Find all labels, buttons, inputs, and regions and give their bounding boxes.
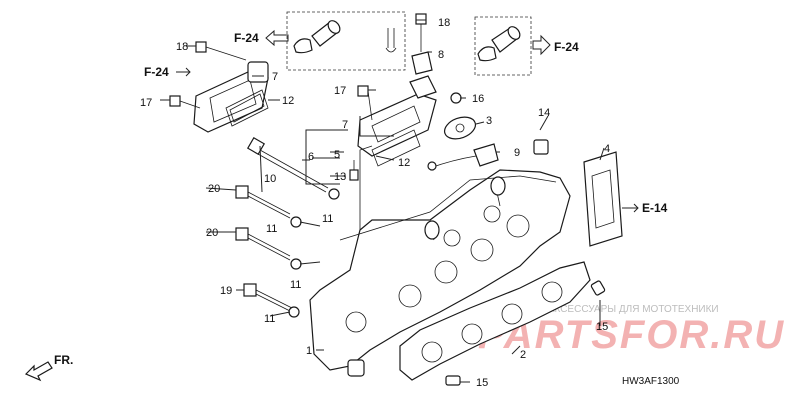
label-part-17-left: 17 xyxy=(140,97,152,109)
bolt-17-center xyxy=(357,85,373,121)
label-part-19: 19 xyxy=(220,285,232,297)
front-direction-label: FR. xyxy=(54,353,73,367)
ref-f24-top-left: F-24 xyxy=(234,29,289,47)
bolt-16 xyxy=(450,92,462,104)
cover-plate-left xyxy=(193,61,269,133)
label-part-7-left: 7 xyxy=(272,71,278,83)
hose-left xyxy=(293,20,341,54)
label-part-5: 5 xyxy=(334,149,340,161)
label-part-16: 16 xyxy=(472,93,484,105)
svg-text:F-24: F-24 xyxy=(554,40,579,54)
bolt-20-lower xyxy=(235,227,291,261)
bolt-19 xyxy=(243,283,297,315)
washer-11-d xyxy=(288,306,300,318)
dowel-pin-15-lower xyxy=(445,375,461,386)
label-part-10: 10 xyxy=(264,173,276,185)
sensor-9 xyxy=(427,143,499,171)
label-part-11-b: 11 xyxy=(266,223,277,235)
front-direction-indicator: FR. xyxy=(24,353,73,382)
gasket-4 xyxy=(583,151,623,247)
label-part-18-left: 18 xyxy=(176,41,188,53)
bolt-20-upper xyxy=(235,185,291,219)
label-part-3: 3 xyxy=(486,115,492,127)
nut-14 xyxy=(533,139,549,155)
ref-e14: E-14 xyxy=(622,201,668,215)
leader-lines xyxy=(160,19,605,383)
ref-f24-left: F-24 xyxy=(144,65,191,79)
label-part-13: 13 xyxy=(334,171,346,183)
label-part-2: 2 xyxy=(520,349,526,361)
label-part-11-d: 11 xyxy=(264,313,275,325)
label-part-12-left: 12 xyxy=(282,95,294,107)
bracket-8 xyxy=(411,13,433,75)
ref-f24-right: F-24 xyxy=(532,34,579,56)
washer-11-a xyxy=(328,188,340,200)
gasket-3 xyxy=(443,116,477,140)
washer-11-c xyxy=(290,258,302,270)
svg-text:F-24: F-24 xyxy=(234,31,259,45)
label-part-6: 6 xyxy=(308,151,314,163)
water-outlet-center xyxy=(357,75,437,157)
svg-text:E-14: E-14 xyxy=(642,201,668,215)
label-part-7-center: 7 xyxy=(342,119,348,131)
hose-right xyxy=(477,26,521,62)
hose-detail-box-right xyxy=(474,16,532,76)
manifold-gasket xyxy=(399,261,591,381)
label-part-15-lower: 15 xyxy=(476,377,488,389)
gasket-12-left xyxy=(225,89,269,127)
label-part-11-a: 11 xyxy=(322,213,333,225)
diagram-code: HW3AF1300 xyxy=(622,376,680,387)
label-part-11-c: 11 xyxy=(290,279,301,291)
gasket-12-center xyxy=(371,129,421,167)
label-part-4: 4 xyxy=(604,143,610,155)
label-part-15-upper: 15 xyxy=(596,321,608,333)
label-part-12-center: 12 xyxy=(398,157,410,169)
label-part-9: 9 xyxy=(514,147,520,159)
sensor-13 xyxy=(349,160,359,181)
dowel-pin-15-upper xyxy=(590,280,606,296)
label-part-17-center: 17 xyxy=(334,85,346,97)
washer-11-b xyxy=(290,216,302,228)
part-number-labels: 1 2 3 4 5 6 7 7 8 9 10 11 11 11 11 12 12… xyxy=(140,17,610,389)
manifold-body xyxy=(309,145,571,377)
bolt-17-left xyxy=(169,95,201,109)
svg-text:F-24: F-24 xyxy=(144,65,169,79)
label-part-1: 1 xyxy=(306,345,312,357)
bolt-18-left xyxy=(195,41,247,61)
hose-clip xyxy=(385,28,397,53)
label-part-8: 8 xyxy=(438,49,444,61)
label-part-20-lower: 20 xyxy=(206,227,218,239)
label-part-14: 14 xyxy=(538,107,550,119)
label-part-18-right: 18 xyxy=(438,17,450,29)
label-part-20-upper: 20 xyxy=(208,183,220,195)
